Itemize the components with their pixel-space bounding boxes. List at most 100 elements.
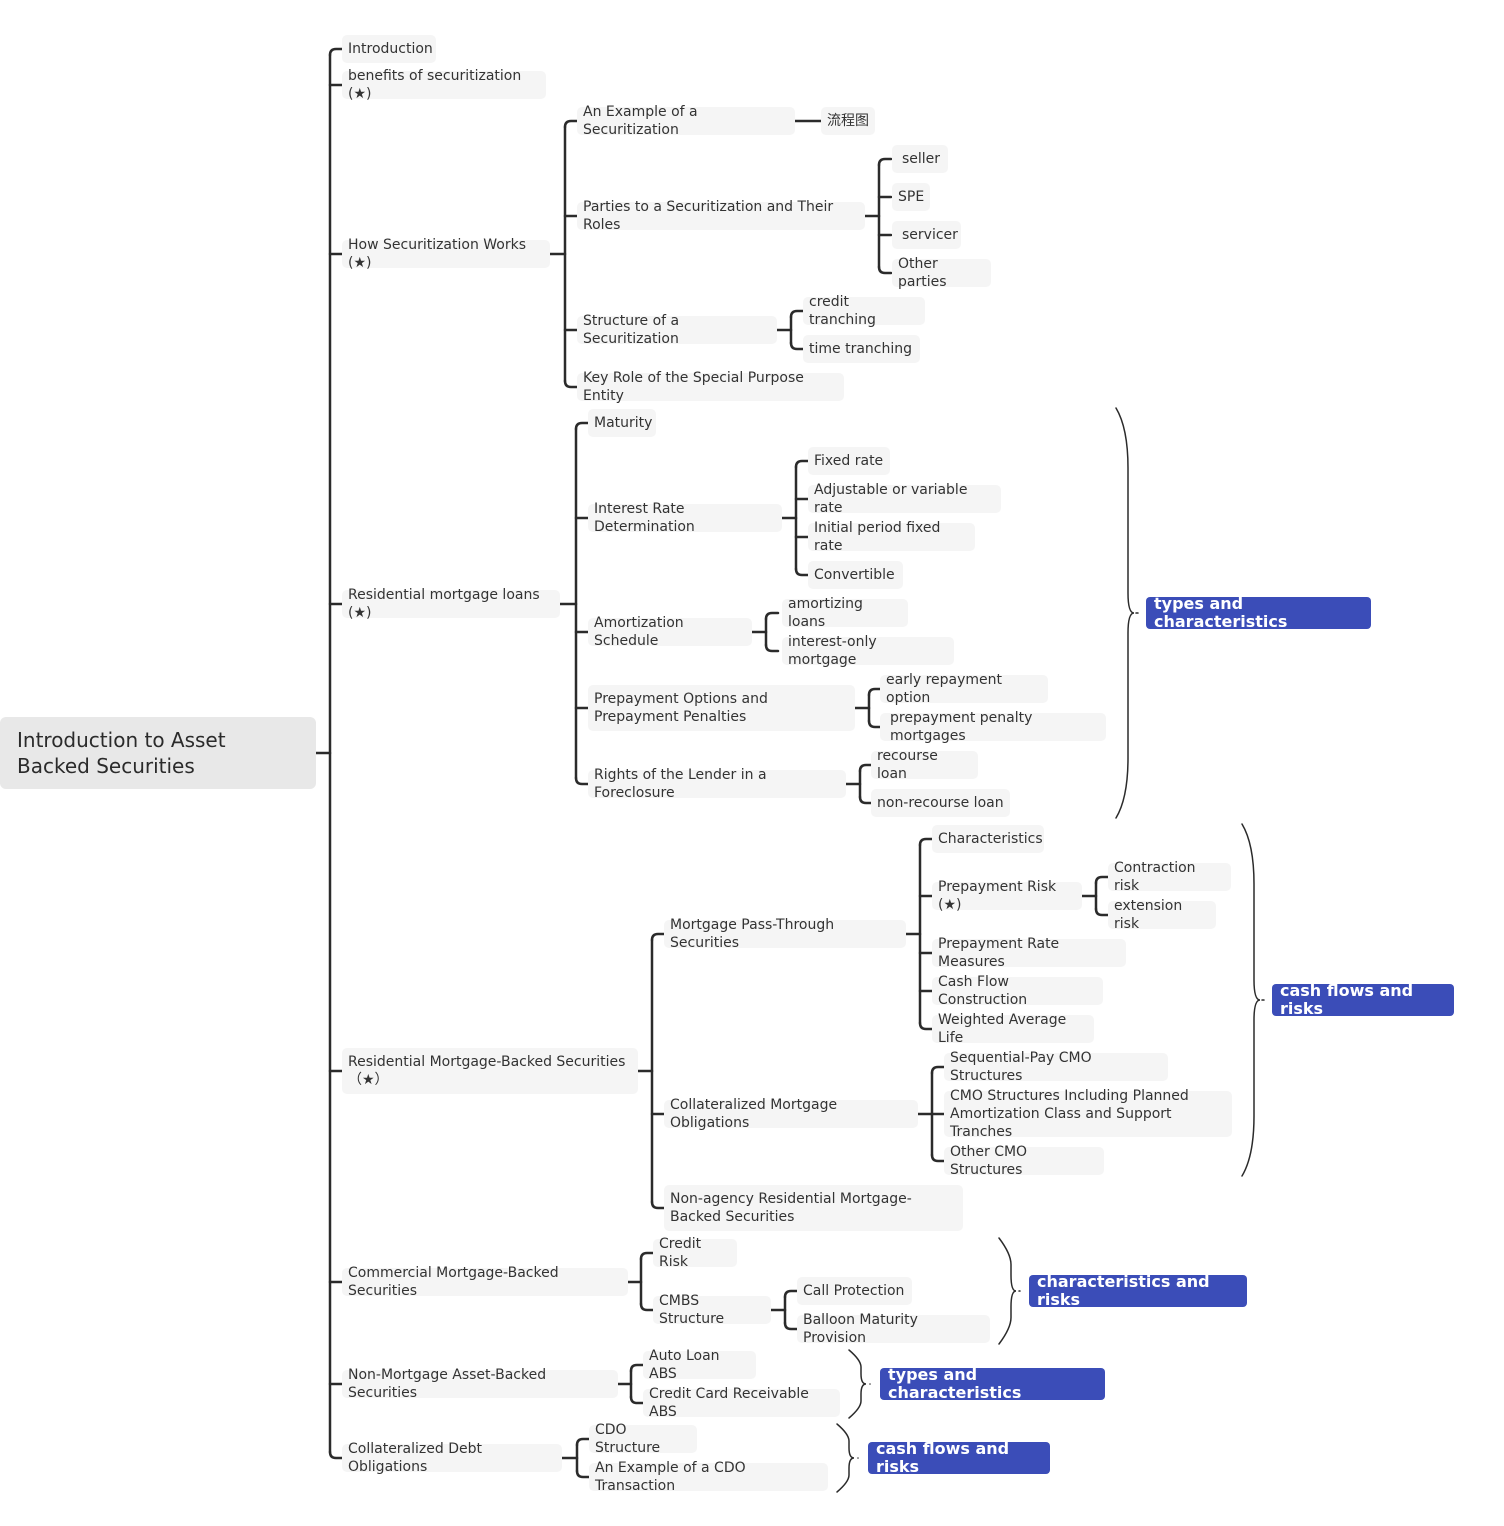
topic-convertible[interactable]: Convertible xyxy=(808,561,903,589)
cdo-branch-child-0 xyxy=(575,1437,591,1447)
topic-cash-flow-construction[interactable]: Cash Flow Construction xyxy=(932,974,1103,1008)
prepay-options-branch-child-1 xyxy=(867,719,883,729)
topic-non-recourse-loan[interactable]: non-recourse loan xyxy=(871,789,1010,817)
summary-5-brace xyxy=(836,1423,855,1493)
topic-weighted-average-life[interactable]: Weighted Average Life xyxy=(932,1012,1094,1046)
topic-prepayment-risk[interactable]: Prepayment Risk (★) xyxy=(932,879,1082,913)
topic-cdo-structure[interactable]: CDO Structure xyxy=(589,1422,697,1456)
interest-branch-child-3 xyxy=(794,567,810,577)
cmbs-structure-branch-child-0 xyxy=(783,1289,799,1299)
prepay-risk-branch-child-1 xyxy=(1094,907,1110,917)
topic-maturity[interactable]: Maturity xyxy=(588,409,656,437)
topic-credit-risk[interactable]: Credit Risk xyxy=(653,1236,737,1270)
topic-structure-securitization[interactable]: Structure of a Securitization xyxy=(577,313,777,347)
topic-characteristics[interactable]: Characteristics xyxy=(932,825,1044,853)
topic-rmbs[interactable]: Residential Mortgage-Backed Securities（★… xyxy=(342,1048,638,1094)
root-topic[interactable]: Introduction to Asset Backed Securities xyxy=(0,717,316,789)
structure-branch-child-1 xyxy=(789,341,805,351)
topic-extension-risk[interactable]: extension risk xyxy=(1108,898,1216,932)
topic-pass-through[interactable]: Mortgage Pass-Through Securities xyxy=(664,917,906,951)
topic-auto-loan-abs[interactable]: Auto Loan ABS xyxy=(643,1348,756,1382)
topic-amortizing-loans[interactable]: amortizing loans xyxy=(782,596,908,630)
cdo-branch-child-1 xyxy=(575,1469,591,1479)
topic-how-securitization-works[interactable]: How Securitization Works (★) xyxy=(342,237,550,271)
topic-early-repayment[interactable]: early repayment option xyxy=(880,672,1048,706)
topic-seller[interactable]: seller xyxy=(892,145,948,173)
non-mortgage-branch-child-0 xyxy=(629,1363,645,1373)
topic-cmbs[interactable]: Commercial Mortgage-Backed Securities xyxy=(342,1265,628,1299)
topic-benefits[interactable]: benefits of securitization (★) xyxy=(342,68,546,102)
topic-spe[interactable]: SPE xyxy=(892,183,930,211)
prepay-options-branch-child-0 xyxy=(867,687,883,697)
rmbs-branch-child-2 xyxy=(650,1200,666,1210)
topic-cmbs-structure[interactable]: CMBS Structure xyxy=(653,1293,771,1327)
rmbs-branch-child-0 xyxy=(650,932,666,942)
cmo-branch-child-0 xyxy=(930,1065,946,1075)
rights-branch-child-1 xyxy=(858,795,874,805)
summary-4-brace xyxy=(848,1349,867,1419)
interest-branch-child-0 xyxy=(794,459,810,469)
topic-flowchart[interactable]: 流程图 xyxy=(821,107,875,135)
cmbs-structure-branch-child-1 xyxy=(783,1321,799,1331)
pass-through-branch-child-0 xyxy=(918,837,934,847)
topic-cdo[interactable]: Collateralized Debt Obligations xyxy=(342,1441,562,1475)
topic-initial-period-fixed[interactable]: Initial period fixed rate xyxy=(808,520,975,554)
summary-characteristics-risks-cmbs[interactable]: characteristics and risks xyxy=(1029,1273,1247,1309)
topic-prepayment-options[interactable]: Prepayment Options and Prepayment Penalt… xyxy=(588,685,855,731)
non-mortgage-branch-child-1 xyxy=(629,1395,645,1405)
parties-branch-child-3 xyxy=(877,265,893,275)
amort-branch-child-0 xyxy=(764,611,780,621)
summary-types-characteristics-abs[interactable]: types and characteristics xyxy=(880,1366,1105,1402)
loans-branch-child-0 xyxy=(574,421,590,431)
topic-contraction-risk[interactable]: Contraction risk xyxy=(1108,860,1231,894)
cmo-branch-child-2 xyxy=(930,1153,946,1163)
topic-sequential-pay-cmo[interactable]: Sequential-Pay CMO Structures xyxy=(944,1050,1168,1084)
topic-time-tranching[interactable]: time tranching xyxy=(803,335,920,363)
structure-branch-child-0 xyxy=(789,309,805,319)
how-branch-child-3 xyxy=(563,379,579,389)
topic-key-role-spe[interactable]: Key Role of the Special Purpose Entity xyxy=(577,370,844,404)
topic-amortization-schedule[interactable]: Amortization Schedule xyxy=(588,615,752,649)
topic-non-mortgage-abs[interactable]: Non-Mortgage Asset-Backed Securities xyxy=(342,1367,618,1401)
topic-introduction[interactable]: Introduction xyxy=(342,35,436,63)
pass-through-branch-child-4 xyxy=(918,1021,934,1031)
topic-example-securitization[interactable]: An Example of a Securitization xyxy=(577,104,795,138)
topic-rights-lender[interactable]: Rights of the Lender in a Foreclosure xyxy=(588,767,846,801)
root-branch-child-0 xyxy=(328,47,344,57)
topic-interest-only[interactable]: interest-only mortgage xyxy=(782,634,954,668)
topic-balloon-maturity[interactable]: Balloon Maturity Provision xyxy=(797,1312,990,1346)
summary-types-characteristics-loans[interactable]: types and characteristics xyxy=(1146,595,1371,631)
root-branch-child-7 xyxy=(328,1450,344,1460)
summary-cash-flows-risks-rmbs[interactable]: cash flows and risks xyxy=(1272,982,1454,1018)
topic-call-protection[interactable]: Call Protection xyxy=(797,1277,912,1305)
summary-cash-flows-risks-cdo[interactable]: cash flows and risks xyxy=(868,1440,1050,1476)
how-branch-child-0 xyxy=(563,119,579,129)
amort-branch-child-1 xyxy=(764,643,780,653)
topic-credit-tranching[interactable]: credit tranching xyxy=(803,294,925,328)
topic-prepayment-penalty[interactable]: prepayment penalty mortgages xyxy=(880,710,1106,744)
topic-recourse-loan[interactable]: recourse loan xyxy=(871,748,978,782)
topic-adjustable-rate[interactable]: Adjustable or variable rate xyxy=(808,482,1001,516)
cmbs-branch-child-1 xyxy=(639,1302,655,1312)
topic-residential-mortgage-loans[interactable]: Residential mortgage loans (★) xyxy=(342,587,560,621)
loans-branch-child-4 xyxy=(574,776,590,786)
summary-1-brace xyxy=(1115,407,1135,819)
topic-cdo-example[interactable]: An Example of a CDO Transaction xyxy=(589,1460,828,1494)
topic-other-cmo[interactable]: Other CMO Structures xyxy=(944,1144,1104,1178)
summary-3-brace xyxy=(998,1237,1017,1345)
cmbs-branch-child-0 xyxy=(639,1251,655,1261)
rights-branch-child-0 xyxy=(858,763,874,773)
topic-parties[interactable]: Parties to a Securitization and Their Ro… xyxy=(577,199,865,233)
summary-2-brace xyxy=(1241,823,1261,1177)
topic-cmo[interactable]: Collateralized Mortgage Obligations xyxy=(664,1097,918,1131)
topic-fixed-rate[interactable]: Fixed rate xyxy=(808,447,890,475)
topic-other-parties[interactable]: Other parties xyxy=(892,256,991,290)
topic-non-agency-rmbs[interactable]: Non-agency Residential Mortgage-Backed S… xyxy=(664,1185,963,1231)
topic-servicer[interactable]: servicer xyxy=(892,221,961,249)
topic-pac-cmo[interactable]: CMO Structures Including Planned Amortiz… xyxy=(944,1088,1232,1140)
topic-prepayment-rate-measures[interactable]: Prepayment Rate Measures xyxy=(932,936,1126,970)
topic-credit-card-abs[interactable]: Credit Card Receivable ABS xyxy=(643,1386,840,1420)
topic-interest-rate-determination[interactable]: Interest Rate Determination xyxy=(588,501,782,535)
